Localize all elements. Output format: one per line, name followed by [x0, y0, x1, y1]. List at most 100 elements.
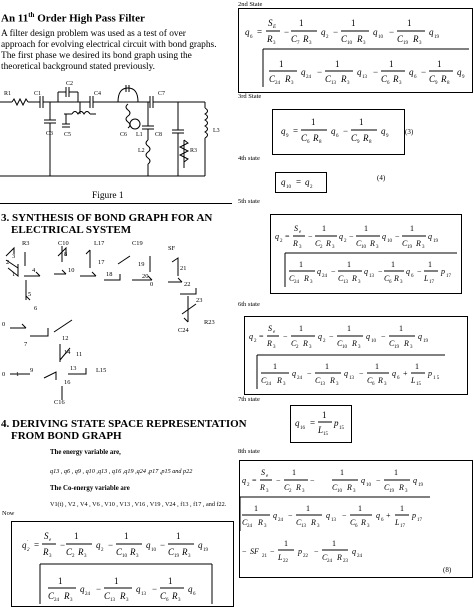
svg-text:−: −: [329, 332, 334, 341]
svg-text:p: p: [297, 547, 302, 556]
svg-text:13: 13: [349, 376, 355, 381]
svg-text:19: 19: [203, 548, 209, 553]
bond-label-n12: 12: [62, 335, 68, 342]
svg-text:R: R: [415, 239, 421, 248]
bond-label-n9: 9: [30, 367, 33, 374]
svg-text:C: C: [429, 74, 436, 84]
svg-text:13: 13: [331, 518, 337, 523]
svg-text:10: 10: [387, 239, 393, 244]
svg-text:1: 1: [428, 260, 432, 269]
svg-text:17: 17: [446, 274, 452, 279]
svg-text:6: 6: [372, 382, 375, 387]
svg-text:C: C: [315, 376, 321, 385]
svg-text:6: 6: [166, 598, 169, 603]
label-r3: R3: [190, 148, 197, 154]
svg-text:10: 10: [371, 339, 377, 344]
svg-text:q: q: [242, 476, 246, 485]
svg-text:3: 3: [273, 41, 276, 46]
svg-text:q: q: [429, 27, 434, 37]
svg-text:q: q: [275, 232, 279, 241]
svg-text:−: −: [310, 476, 315, 485]
bond-label-n8: 8: [64, 251, 67, 258]
svg-text:10: 10: [378, 35, 384, 40]
svg-text:R: R: [351, 339, 357, 348]
svg-text:1: 1: [347, 324, 351, 333]
label-c4: C4: [94, 91, 101, 97]
svg-text:6: 6: [307, 140, 310, 145]
svg-text:6: 6: [414, 75, 417, 80]
svg-text:−: −: [331, 267, 336, 276]
bond-label-n0a: 0: [150, 281, 153, 288]
svg-text:3: 3: [332, 245, 335, 250]
svg-text:q: q: [361, 476, 365, 485]
svg-text:1: 1: [347, 260, 351, 269]
svg-text:1: 1: [399, 324, 403, 333]
svg-text:17: 17: [429, 280, 435, 285]
svg-text:3: 3: [309, 345, 312, 350]
svg-text:C: C: [289, 274, 295, 283]
svg-text:q: q: [146, 540, 151, 550]
svg-text:8: 8: [447, 81, 450, 86]
svg-text:6: 6: [411, 274, 414, 279]
svg-text:2: 2: [280, 239, 283, 244]
svg-text:q: q: [428, 232, 432, 241]
svg-text:R: R: [340, 74, 347, 84]
svg-text:3: 3: [363, 41, 366, 46]
svg-text:R: R: [310, 518, 316, 527]
bond-label-l15: L15: [96, 367, 106, 374]
svg-text:1: 1: [176, 531, 181, 541]
svg-text:C: C: [160, 591, 167, 601]
svg-text:3: 3: [273, 345, 276, 350]
svg-text:R: R: [392, 74, 399, 84]
svg-text:1: 1: [279, 59, 284, 69]
svg-text:24: 24: [306, 75, 312, 80]
svg-text:q: q: [339, 232, 343, 241]
svg-text:−: −: [288, 511, 293, 520]
bond-label-n22: 22: [184, 281, 190, 288]
svg-text:−: −: [343, 126, 348, 136]
svg-text:3: 3: [399, 81, 402, 86]
energy-variable-list: q13 , q6 , q9 , q10 ,q13 , q16 ,q19 ,q24…: [50, 468, 193, 475]
svg-text:17: 17: [417, 518, 423, 523]
svg-text:R: R: [303, 274, 309, 283]
svg-text:13: 13: [141, 592, 147, 597]
svg-text:−: −: [307, 369, 312, 378]
state-label-5: 5th state: [238, 198, 260, 205]
state-label-6: 6th state: [238, 301, 260, 308]
svg-text:q: q: [344, 369, 348, 378]
svg-text:2: 2: [247, 483, 250, 488]
svg-text:2: 2: [296, 345, 299, 350]
svg-text:p: p: [427, 369, 432, 378]
svg-text:R: R: [181, 547, 188, 557]
svg-text:q: q: [457, 67, 462, 77]
svg-text:1: 1: [410, 224, 414, 233]
svg-text:q: q: [305, 177, 310, 187]
svg-text:3: 3: [400, 280, 403, 285]
svg-text:19: 19: [418, 483, 424, 488]
svg-text:3: 3: [358, 280, 361, 285]
svg-text:C: C: [284, 483, 290, 492]
svg-text:−: −: [333, 27, 338, 37]
equation-box-state2: [238, 8, 473, 93]
bond-label-n17: 17: [98, 259, 105, 266]
svg-text:R: R: [292, 239, 298, 248]
bond-label-c19: C19: [132, 240, 143, 247]
svg-text:1: 1: [299, 260, 303, 269]
bond-label-r3: R3: [22, 240, 29, 247]
svg-text:C: C: [389, 339, 395, 348]
svg-text:2: 2: [310, 185, 313, 190]
svg-text:q: q: [198, 540, 203, 550]
bond-label-n14: 14: [64, 349, 71, 356]
svg-text:24: 24: [266, 382, 272, 387]
svg-text:=: =: [296, 177, 301, 187]
svg-text:−: −: [314, 547, 319, 556]
svg-text:19: 19: [403, 41, 409, 46]
svg-text:q: q: [413, 476, 417, 485]
svg-text:3: 3: [309, 41, 312, 46]
svg-text:6: 6: [193, 592, 196, 597]
svg-text:1: 1: [292, 468, 296, 477]
svg-text:R: R: [276, 376, 282, 385]
svg-text:3: 3: [291, 81, 294, 86]
svg-text:2: 2: [72, 554, 75, 559]
